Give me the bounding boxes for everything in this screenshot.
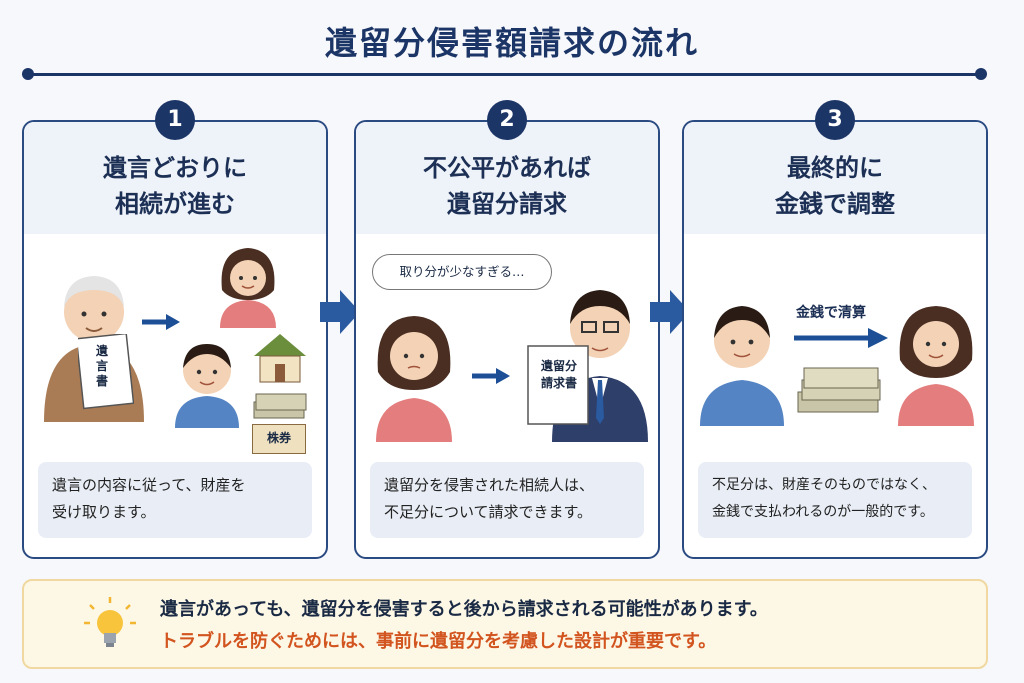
flow-arrow-1 xyxy=(320,290,360,334)
will-document xyxy=(78,334,134,410)
will-document-label: 遺言書 xyxy=(96,344,109,388)
claim-document-label-line2: 請求書 xyxy=(540,376,577,390)
step-panel-3: 3 最終的に 金銭で調整 金銭で清算 不足分は、財産そのものではなく、 金銭で支… xyxy=(682,100,988,559)
claim-document-label-line1: 遺留分 xyxy=(540,359,577,373)
step-1-title-line2: 相続が進む xyxy=(115,190,235,218)
step-3-header xyxy=(684,122,986,234)
step-3-title-line2: 金銭で調整 xyxy=(775,190,895,218)
divider-dot-left xyxy=(22,68,34,80)
step-1-badge: 1 xyxy=(155,100,195,140)
claim-document-label: 遺留分 請求書 xyxy=(531,358,587,392)
note-line-1: 遺言があっても、遺留分を侵害すると後から請求される可能性があります。 xyxy=(160,599,768,620)
claim-document xyxy=(527,345,589,425)
step-2-title-line2: 遺留分請求 xyxy=(447,190,567,218)
daughter-illustration xyxy=(220,248,276,328)
step-2-title: 不公平があれば 遺留分請求 xyxy=(356,150,658,222)
step-1-desc-line1: 遺言の内容に従って、財産を xyxy=(52,476,246,494)
step-panel-1: 1 遺言どおりに 相続が進む 遺言書 xyxy=(22,100,328,559)
son-illustration xyxy=(175,344,239,428)
step-3-title-line1: 最終的に xyxy=(787,154,883,182)
recipient-illustration xyxy=(898,306,974,426)
step-3-desc-line1: 不足分は、財産そのものではなく、 xyxy=(712,477,936,493)
cash-icon xyxy=(253,393,307,419)
step-2-badge: 2 xyxy=(487,100,527,140)
house-icon xyxy=(254,334,306,383)
step-1-desc-line2: 受け取ります。 xyxy=(52,503,156,521)
step-2-title-line1: 不公平があれば xyxy=(423,154,591,182)
arrow-icon xyxy=(142,314,180,330)
step-1-title: 遺言どおりに 相続が進む xyxy=(24,150,326,222)
divider-dot-right xyxy=(975,68,987,80)
step-3-title: 最終的に 金銭で調整 xyxy=(684,150,986,222)
step-1-description: 遺言の内容に従って、財産を 受け取ります。 xyxy=(38,462,312,538)
payer-illustration xyxy=(700,306,784,426)
step-3-description: 不足分は、財産そのものではなく、 金銭で支払われるのが一般的です。 xyxy=(698,462,972,538)
step-1-header xyxy=(24,122,326,234)
step-3-desc-line2: 金銭で支払われるのが一般的です。 xyxy=(712,504,934,520)
title-divider xyxy=(26,73,982,76)
worried-heir-illustration xyxy=(376,316,452,442)
lightbulb-icon xyxy=(84,597,136,647)
arrow-icon-2 xyxy=(472,368,510,384)
step-3-badge: 3 xyxy=(815,100,855,140)
cash-settlement-label: 金銭で清算 xyxy=(796,305,866,321)
complaint-speech-bubble: 取り分が少なすぎる… xyxy=(372,254,552,290)
step-2-desc-line2: 不足分について請求できます。 xyxy=(384,503,593,521)
step-1-title-line1: 遺言どおりに xyxy=(103,154,247,182)
stock-certificate: 株券 xyxy=(252,424,306,454)
step-2-desc-line1: 遺留分を侵害された相続人は、 xyxy=(384,476,595,494)
flow-arrow-2 xyxy=(650,290,690,334)
note-line-2: トラブルを防ぐためには、事前に遺留分を考慮した設計が重要です。 xyxy=(160,631,717,652)
step-2-header xyxy=(356,122,658,234)
cash-bundles-icon xyxy=(797,367,881,413)
settlement-arrow-icon xyxy=(794,328,888,348)
step-2-description: 遺留分を侵害された相続人は、 不足分について請求できます。 xyxy=(370,462,644,538)
page-title: 遺留分侵害額請求の流れ xyxy=(324,24,699,62)
step-panel-2: 2 不公平があれば 遺留分請求 取り分が少なすぎる… 遺留分 請求書 遺留分を侵… xyxy=(354,100,660,559)
tip-note: 遺言があっても、遺留分を侵害すると後から請求される可能性があります。 トラブルを… xyxy=(22,579,988,669)
